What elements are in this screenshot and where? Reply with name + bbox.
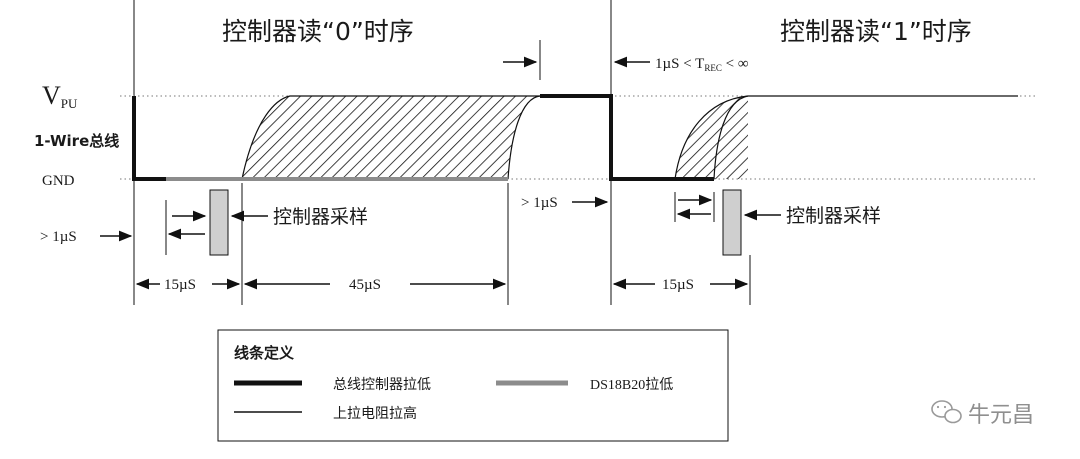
legend-item-label: 总线控制器拉低 [333,377,431,393]
ds-rise-curve-read0 [507,95,541,180]
controller-pull-low-read0 [132,96,166,181]
sample-window-read0 [209,189,229,256]
legend-box [217,329,729,442]
vpu-label: VPU [42,81,78,111]
fall-curve-read1 [713,95,749,180]
rise-curve-read0 [241,95,540,180]
hatch-region-read0 [242,96,540,179]
wechat-icon [931,400,962,424]
gt1us-label-left: > 1µS [40,229,77,245]
title-read-0: 控制器读“0”时序 [222,17,414,46]
hatch-region-read1 [675,96,748,179]
dim15-right-label: 15µS [662,277,694,293]
legend-item-label: 上拉电阻拉高 [333,405,417,422]
gt1us-label-mid: > 1µS [521,195,558,211]
rise-curve-read1 [674,95,1018,180]
legend-item-label: DS18B20拉低 [590,377,673,393]
title-read-1: 控制器读“1”时序 [780,17,972,46]
trec-label: 1µS < TREC < ∞ [655,56,749,73]
dim45-label: 45µS [349,277,381,293]
controller-pull-low-read1 [540,94,714,181]
sample-window-read1 [722,189,742,256]
watermark: 牛元昌 [931,400,1034,428]
bus-label: 1-Wire总线 [34,132,119,150]
sample-label-right: 控制器采样 [786,205,881,227]
gnd-label: GND [42,173,75,189]
sample-label-left: 控制器采样 [273,206,368,228]
watermark-text: 牛元昌 [968,403,1034,428]
dim15-left-label: 15µS [164,277,196,293]
legend-title: 线条定义 [234,344,294,362]
